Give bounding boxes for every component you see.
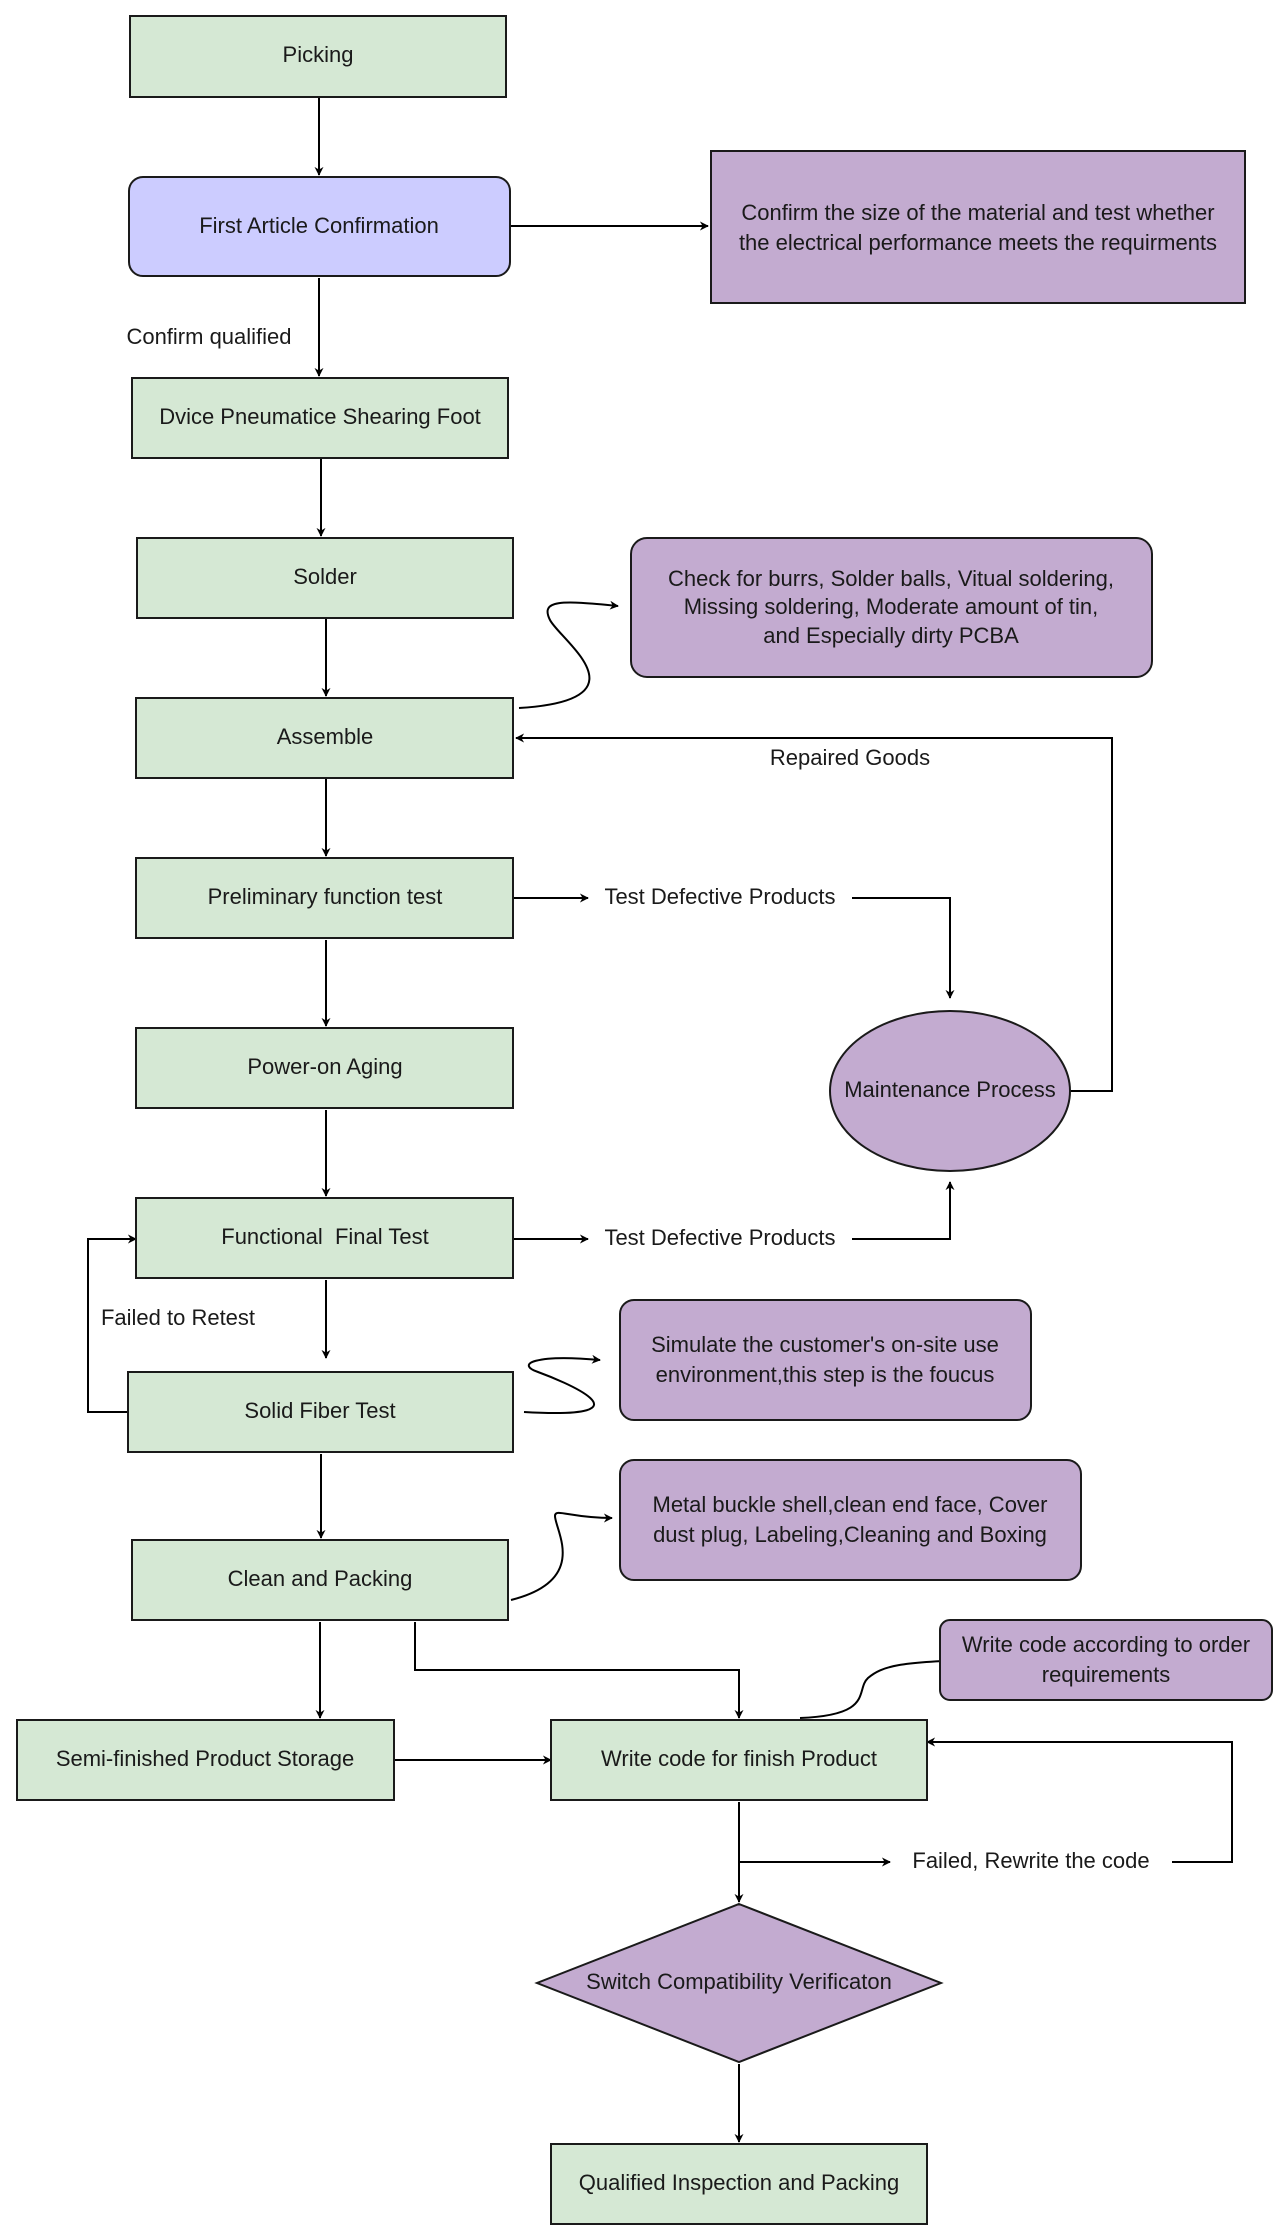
node-solder: Solder <box>136 537 514 619</box>
node-first-article-label: First Article Confirmation <box>199 213 439 238</box>
edge-failed-write-code <box>926 1737 1233 1863</box>
node-maintenance-label: Maintenance Process <box>844 1077 1056 1102</box>
edge-clean-write-code <box>414 1622 744 1719</box>
edge-clean-metal-note <box>510 1511 613 1601</box>
node-assemble: Assemble <box>135 697 514 779</box>
edge-defective-maintenance-2 <box>852 1181 955 1240</box>
node-solid-fiber-label: Solid Fiber Test <box>244 1398 395 1423</box>
node-dvice-pneumatice: Dvice Pneumatice Shearing Foot <box>131 377 509 459</box>
label-confirm-qualified: Confirm qualified <box>126 324 291 349</box>
note-check-burrs-line2: Missing soldering, Moderate amount of ti… <box>684 594 1099 619</box>
note-simulate-line1: Simulate the customer's on-site use <box>651 1332 999 1357</box>
note-simulate-line2: environment,this step is the foucus <box>656 1362 995 1387</box>
node-maintenance-process: Maintenance Process <box>829 1010 1071 1172</box>
note-metal-buckle-line2: dust plug, Labeling,Cleaning and Boxing <box>653 1522 1047 1547</box>
edge-write-code-note <box>799 1655 971 1719</box>
node-preliminary-function-test: Preliminary function test <box>135 857 514 939</box>
node-qualified-inspection: Qualified Inspection and Packing <box>550 2143 928 2225</box>
node-switch-compatibility: Switch Compatibility Verificaton <box>534 1902 944 2064</box>
label-failed-retest: Failed to Retest <box>101 1305 255 1330</box>
node-assemble-label: Assemble <box>277 724 374 749</box>
note-write-code-line1: Write code according to order <box>962 1632 1250 1657</box>
edges <box>87 97 1233 2143</box>
node-functional-final-test: Functional Final Test <box>135 1197 514 1279</box>
edge-solid-fiber-retest <box>87 1234 137 1413</box>
node-clean-packing-label: Clean and Packing <box>228 1566 413 1591</box>
node-semi-storage-label: Semi-finished Product Storage <box>56 1746 354 1771</box>
note-write-code: Write code according to order requiremen… <box>939 1619 1273 1701</box>
node-preliminary-label: Preliminary function test <box>208 884 443 909</box>
node-picking-label: Picking <box>283 42 354 67</box>
note-metal-buckle: Metal buckle shell,clean end face, Cover… <box>619 1459 1082 1581</box>
note-check-burrs: Check for burrs, Solder balls, Vitual so… <box>630 537 1153 678</box>
node-picking: Picking <box>129 15 507 98</box>
edge-maintenance-assemble <box>515 733 1113 1092</box>
node-first-article-confirmation: First Article Confirmation <box>128 176 511 277</box>
node-power-on-aging: Power-on Aging <box>135 1027 514 1109</box>
node-write-code: Write code for finish Product <box>550 1719 928 1801</box>
note-check-burrs-line3: and Especially dirty PCBA <box>763 623 1019 648</box>
note-write-code-line2: requirements <box>1042 1662 1170 1687</box>
node-clean-and-packing: Clean and Packing <box>131 1539 509 1621</box>
node-qualified-label: Qualified Inspection and Packing <box>579 2170 899 2195</box>
edge-assemble-check-note <box>518 600 619 709</box>
edge-solid-fiber-simulate-note <box>523 1354 601 1414</box>
label-failed-rewrite: Failed, Rewrite the code <box>912 1848 1149 1873</box>
node-write-code-label: Write code for finish Product <box>601 1746 877 1771</box>
note-confirm-size: Confirm the size of the material and tes… <box>710 150 1246 304</box>
node-dvice-label: Dvice Pneumatice Shearing Foot <box>159 404 481 429</box>
note-confirm-size-line2: the electrical performance meets the req… <box>739 230 1217 255</box>
edge-defective-maintenance <box>852 897 955 999</box>
node-final-test-label: Functional Final Test <box>221 1224 428 1249</box>
edge-write-code-failed <box>738 1802 891 1867</box>
label-test-defective-1: Test Defective Products <box>604 884 835 909</box>
node-switch-label: Switch Compatibility Verificaton <box>586 1969 892 1994</box>
node-solid-fiber-test: Solid Fiber Test <box>127 1371 514 1453</box>
node-aging-label: Power-on Aging <box>247 1054 402 1079</box>
node-semi-finished-storage: Semi-finished Product Storage <box>16 1719 395 1801</box>
label-repaired-goods: Repaired Goods <box>770 745 930 770</box>
note-check-burrs-line1: Check for burrs, Solder balls, Vitual so… <box>668 566 1114 591</box>
label-test-defective-2: Test Defective Products <box>604 1225 835 1250</box>
note-metal-buckle-line1: Metal buckle shell,clean end face, Cover <box>653 1492 1048 1517</box>
note-simulate: Simulate the customer's on-site use envi… <box>619 1299 1032 1421</box>
note-confirm-size-line1: Confirm the size of the material and tes… <box>741 200 1214 225</box>
node-solder-label: Solder <box>293 564 357 589</box>
